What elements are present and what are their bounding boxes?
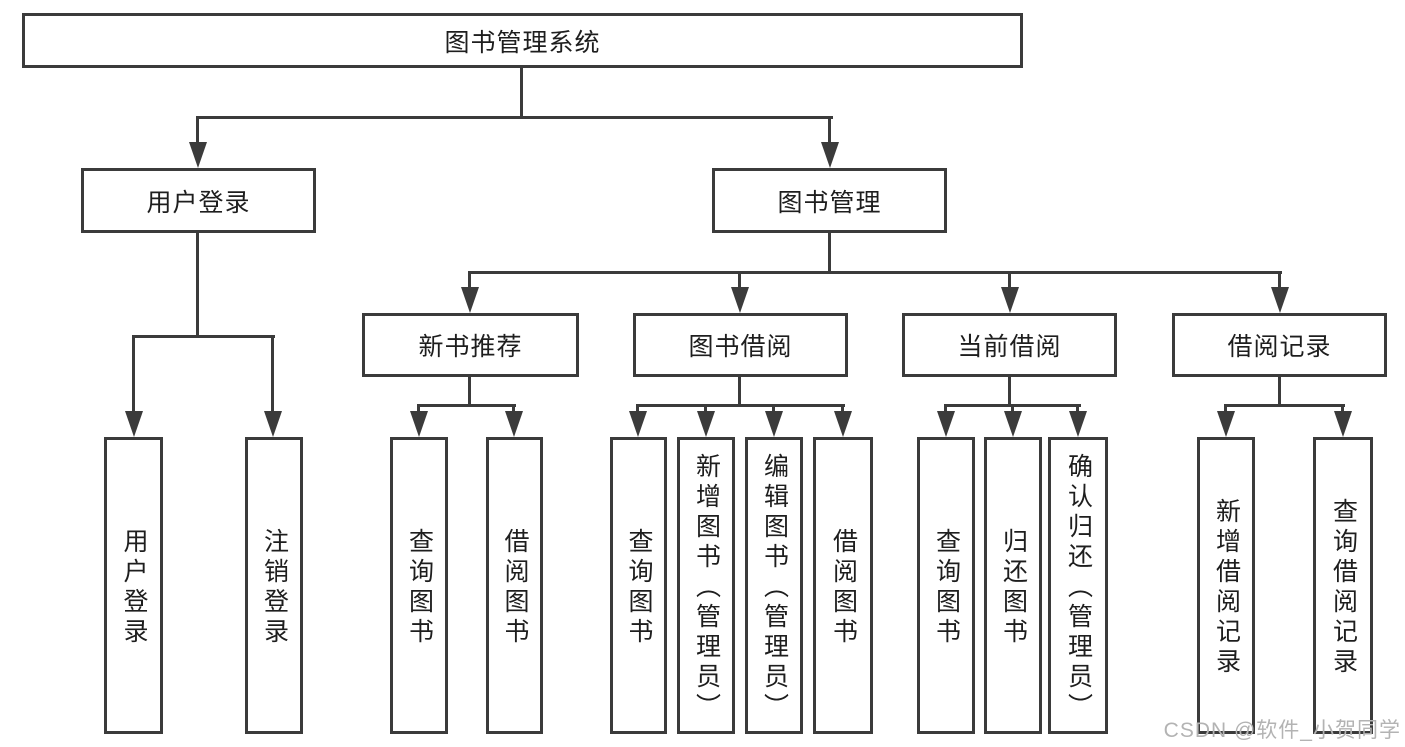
- node-book-borrow: 图书借阅: [633, 313, 848, 377]
- connector-line: [1341, 404, 1344, 415]
- leaf-add-book-admin: 新增图书（管理员）: [677, 437, 735, 734]
- connector-line: [636, 404, 845, 407]
- connector-line: [828, 116, 831, 146]
- arrow-down-icon: [821, 142, 839, 168]
- connector-line: [828, 230, 831, 274]
- arrow-down-icon: [765, 411, 783, 437]
- arrow-down-icon: [1271, 287, 1289, 313]
- connector-line: [1008, 271, 1011, 291]
- arrow-down-icon: [834, 411, 852, 437]
- node-user-login: 用户登录: [81, 168, 316, 233]
- leaf-edit-book-admin: 编辑图书（管理员）: [745, 437, 803, 734]
- connector-line: [417, 404, 516, 407]
- connector-line: [132, 335, 135, 415]
- connector-line: [1278, 271, 1281, 291]
- arrow-down-icon: [189, 142, 207, 168]
- node-root: 图书管理系统: [22, 13, 1023, 68]
- connector-line: [271, 335, 274, 415]
- csdn-watermark: CSDN @软件_小贺同学: [1163, 719, 1401, 742]
- connector-line: [1278, 374, 1281, 407]
- arrow-down-icon: [410, 411, 428, 437]
- node-current-borrow: 当前借阅: [902, 313, 1117, 377]
- arrow-down-icon: [731, 287, 749, 313]
- connector-line: [772, 404, 775, 415]
- arrow-down-icon: [264, 411, 282, 437]
- arrow-down-icon: [1001, 287, 1019, 313]
- arrow-down-icon: [937, 411, 955, 437]
- leaf-query-borrow-record: 查询借阅记录: [1313, 437, 1373, 734]
- connector-line: [132, 335, 275, 338]
- leaf-return-books: 归还图书: [984, 437, 1042, 734]
- arrow-down-icon: [1334, 411, 1352, 437]
- connector-line: [520, 66, 523, 118]
- connector-line: [1011, 404, 1014, 415]
- connector-line: [636, 404, 639, 415]
- arrow-down-icon: [697, 411, 715, 437]
- connector-line: [738, 271, 741, 291]
- leaf-logout: 注销登录: [245, 437, 303, 734]
- connector-line: [196, 116, 199, 146]
- leaf-borrow-books-1: 借阅图书: [486, 437, 543, 734]
- leaf-borrow-books-2: 借阅图书: [813, 437, 873, 734]
- connector-line: [1076, 404, 1079, 415]
- connector-line: [944, 404, 947, 415]
- leaf-confirm-return-admin: 确认归还（管理员）: [1048, 437, 1108, 734]
- connector-line: [196, 230, 199, 338]
- connector-line: [738, 374, 741, 407]
- leaf-add-borrow-record: 新增借阅记录: [1197, 437, 1255, 734]
- connector-line: [1224, 404, 1345, 407]
- node-book-management: 图书管理: [712, 168, 947, 233]
- leaf-query-books-3: 查询图书: [917, 437, 975, 734]
- connector-line: [468, 271, 471, 291]
- connector-line: [196, 116, 833, 119]
- connector-line: [468, 271, 1282, 274]
- arrow-down-icon: [1069, 411, 1087, 437]
- node-new-book-recommend: 新书推荐: [362, 313, 579, 377]
- leaf-query-books-2: 查询图书: [610, 437, 667, 734]
- connector-line: [704, 404, 707, 415]
- node-borrow-records: 借阅记录: [1172, 313, 1387, 377]
- arrow-down-icon: [1004, 411, 1022, 437]
- connector-line: [417, 404, 420, 415]
- leaf-user-login: 用户登录: [104, 437, 163, 734]
- connector-line: [1224, 404, 1227, 415]
- leaf-query-books-1: 查询图书: [390, 437, 448, 734]
- arrow-down-icon: [461, 287, 479, 313]
- arrow-down-icon: [505, 411, 523, 437]
- connector-line: [841, 404, 844, 415]
- arrow-down-icon: [1217, 411, 1235, 437]
- connector-line: [512, 404, 515, 415]
- connector-line: [1008, 374, 1011, 407]
- connector-line: [468, 374, 471, 407]
- arrow-down-icon: [629, 411, 647, 437]
- arrow-down-icon: [125, 411, 143, 437]
